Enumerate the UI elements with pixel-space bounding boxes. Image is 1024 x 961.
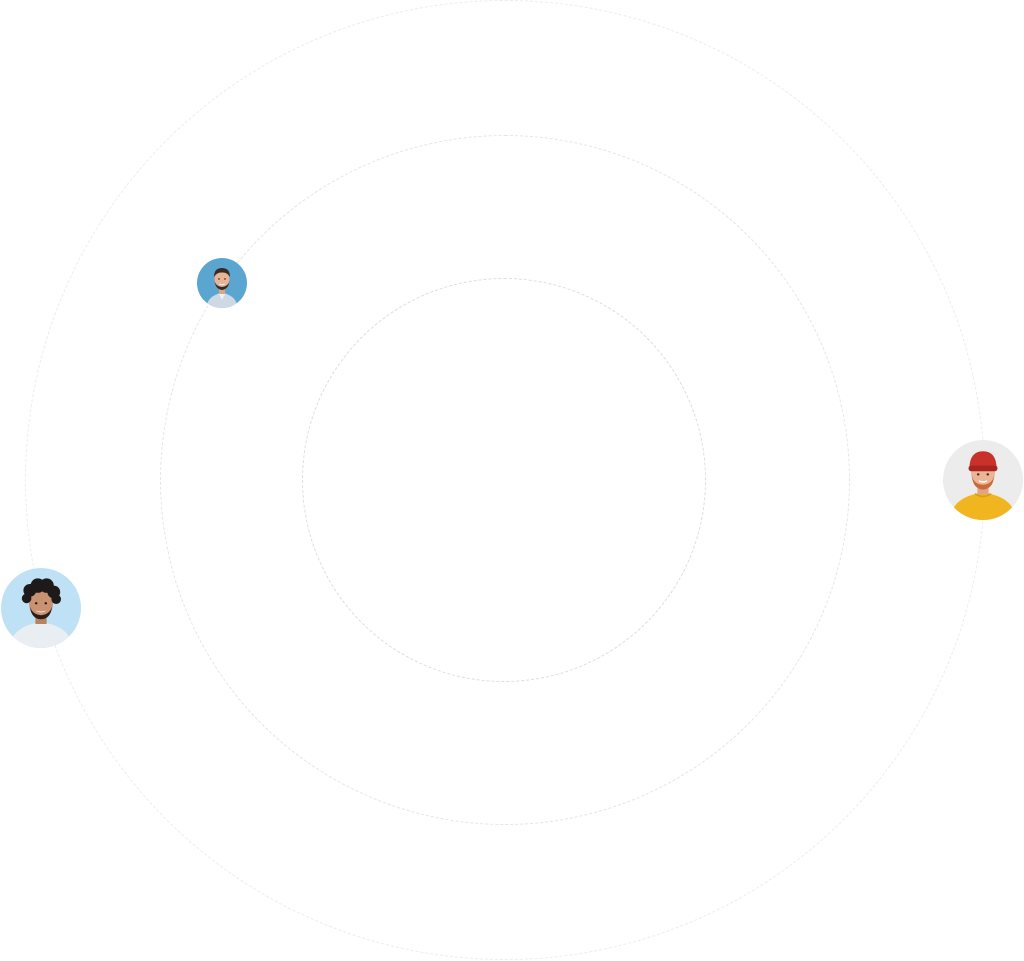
avatar-bearded-man xyxy=(197,258,247,308)
orbit-ring-inner xyxy=(302,278,706,682)
person-avatar-icon xyxy=(943,440,1023,520)
person-avatar-icon xyxy=(1,568,81,648)
avatar-red-beanie-man xyxy=(943,440,1023,520)
orbit-ring-middle xyxy=(160,135,850,825)
person-avatar-icon xyxy=(197,258,247,308)
avatar-curly-hair-man xyxy=(1,568,81,648)
